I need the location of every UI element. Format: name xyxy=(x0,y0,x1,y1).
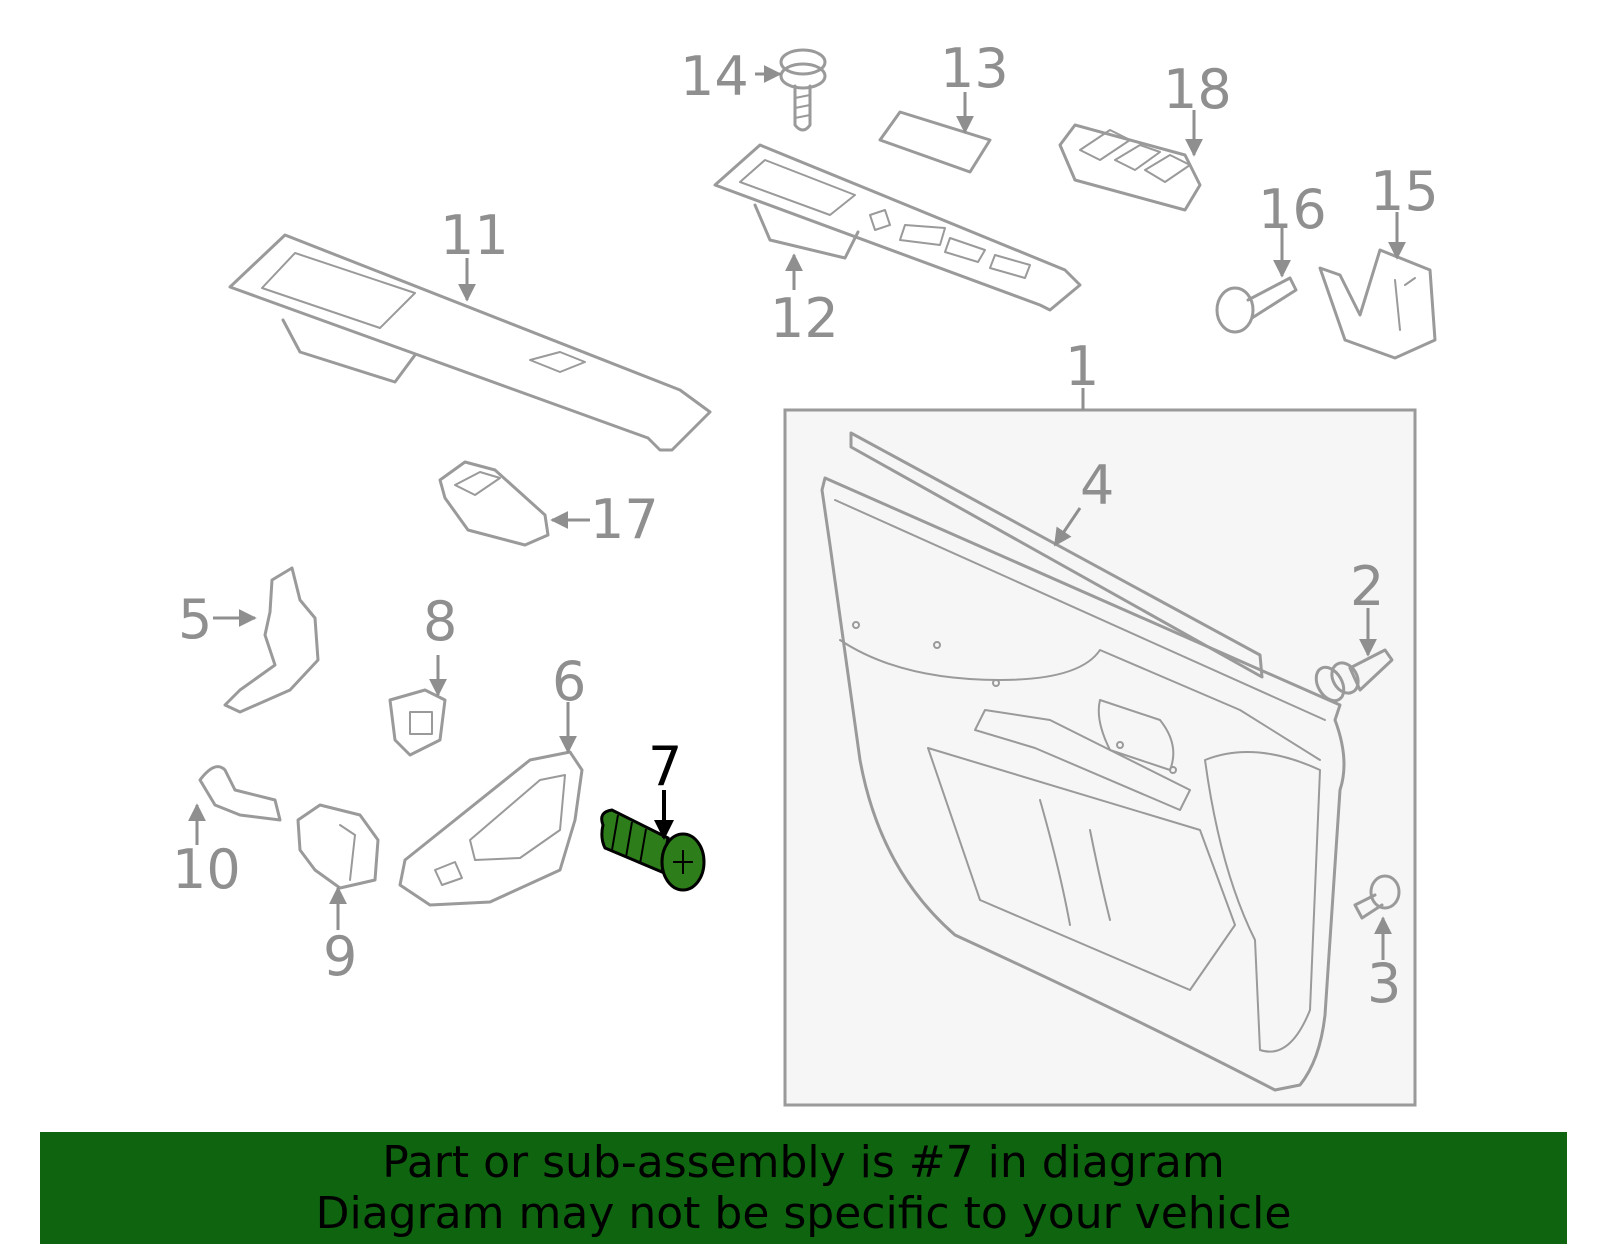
callout-2: 2 xyxy=(1350,555,1384,618)
push-clip-part[interactable] xyxy=(1311,648,1394,706)
switch-bezel-part[interactable] xyxy=(713,143,1082,312)
callout-17: 17 xyxy=(590,488,659,551)
part-info-banner: Part or sub-assembly is #7 in diagram Di… xyxy=(40,1132,1567,1244)
callout-3: 3 xyxy=(1367,952,1401,1015)
armrest-base-part[interactable] xyxy=(228,233,712,452)
bolt-part[interactable] xyxy=(1215,276,1298,334)
callout-16: 16 xyxy=(1258,178,1327,241)
handle-bezel-part[interactable] xyxy=(398,750,584,907)
handle-lever-part[interactable] xyxy=(223,566,320,714)
highlighted-screw-part-7[interactable] xyxy=(600,808,706,892)
callout-10: 10 xyxy=(172,838,241,901)
switch-part[interactable] xyxy=(438,460,550,547)
callout-15: 15 xyxy=(1370,160,1439,223)
callout-9: 9 xyxy=(323,925,357,988)
bracket-part[interactable] xyxy=(1318,248,1437,360)
callout-5: 5 xyxy=(178,588,212,651)
callout-7: 7 xyxy=(648,735,682,798)
knob-part[interactable] xyxy=(296,803,380,890)
small-screw-part[interactable] xyxy=(1353,874,1401,920)
callout-1: 1 xyxy=(1065,335,1099,398)
window-switch-part[interactable] xyxy=(1058,123,1202,212)
banner-line-1: Part or sub-assembly is #7 in diagram xyxy=(382,1137,1225,1188)
clip-part[interactable] xyxy=(388,688,447,757)
bolt-10-part[interactable] xyxy=(198,765,282,822)
callout-13: 13 xyxy=(940,37,1009,100)
callout-12: 12 xyxy=(770,287,839,350)
belt-molding-part[interactable] xyxy=(849,431,1264,679)
callout-8: 8 xyxy=(423,590,457,653)
door-trim-panel-part[interactable] xyxy=(783,408,1417,1107)
callout-18: 18 xyxy=(1163,58,1232,121)
screw-part[interactable] xyxy=(779,48,827,132)
callout-14: 14 xyxy=(680,45,749,108)
callout-11: 11 xyxy=(440,204,509,267)
callout-4: 4 xyxy=(1080,454,1114,517)
pad-part[interactable] xyxy=(878,110,992,174)
banner-line-2: Diagram may not be specific to your vehi… xyxy=(315,1188,1292,1239)
callout-6: 6 xyxy=(552,650,586,713)
